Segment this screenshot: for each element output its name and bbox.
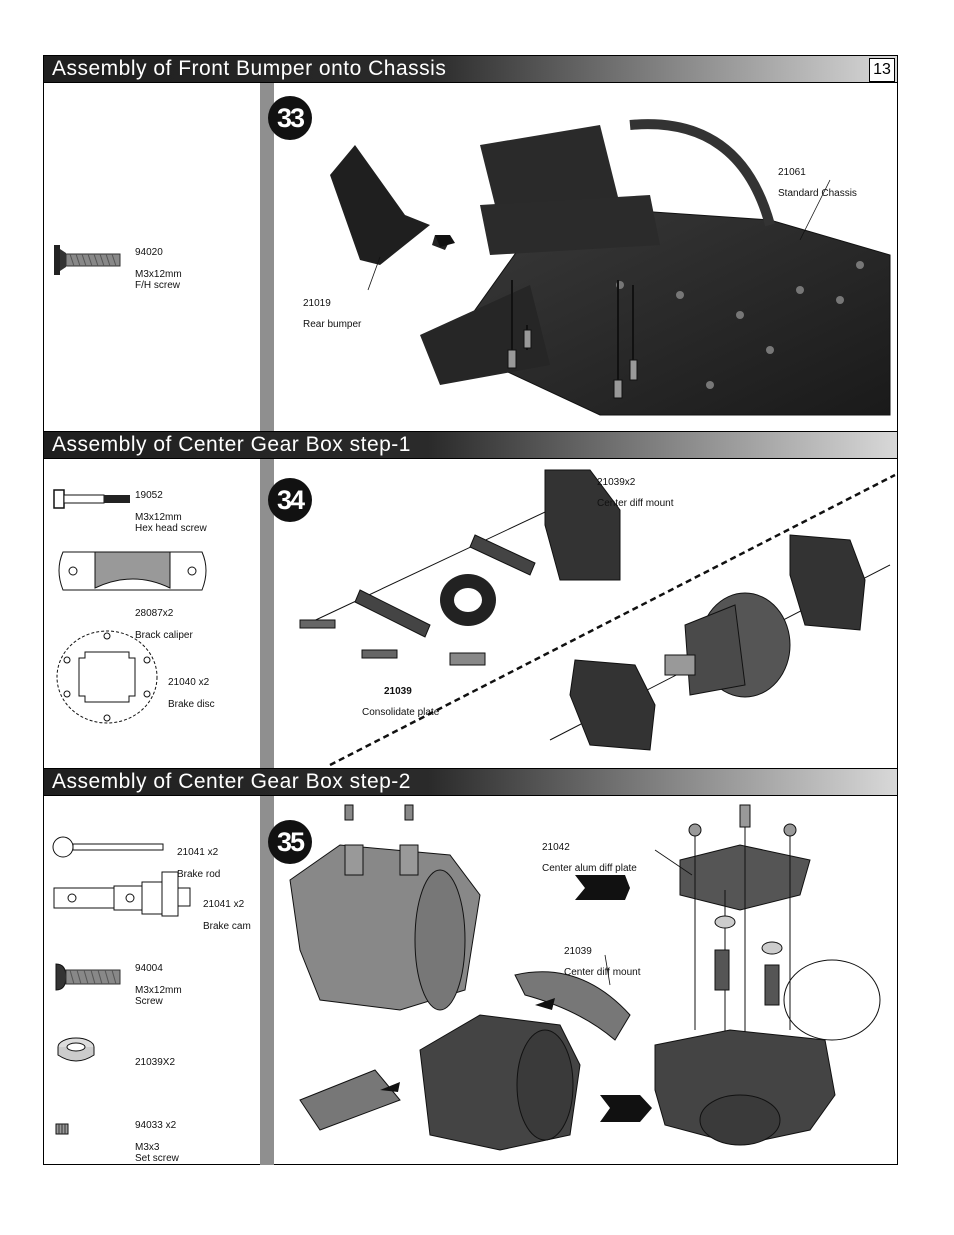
part-desc: Rear bumper	[303, 318, 362, 330]
section-header-gearbox-step1: Assembly of Center Gear Box step-1	[43, 431, 898, 459]
part-desc: Standard Chassis	[778, 187, 857, 199]
part-code: 21039	[564, 945, 592, 957]
column-divider	[260, 83, 274, 431]
brake-rod-icon	[52, 836, 164, 858]
gearbox-step2-illustration	[289, 804, 881, 1151]
part-label: 19052 M3x12mm Hex head screw	[135, 479, 207, 534]
part-code: 21039x2	[597, 476, 636, 488]
chassis-bumper-illustration	[330, 119, 891, 416]
section-title: Assembly of Front Bumper onto Chassis	[52, 57, 447, 80]
callout-center-diff-mount: 21039x2 Center diff mount	[597, 467, 674, 509]
column-divider	[260, 796, 274, 1165]
section-header-gearbox-step2: Assembly of Center Gear Box step-2	[43, 768, 898, 796]
page-number: 13	[869, 58, 895, 82]
part-code: 28087x2	[135, 608, 174, 619]
part-desc: Center diff mount	[564, 966, 641, 978]
part-desc: Center diff mount	[597, 497, 674, 509]
section-title: Assembly of Center Gear Box step-2	[52, 770, 411, 793]
part-label: 21041 x2 Brake rod	[177, 836, 220, 880]
part-desc: Consolidate plate	[362, 706, 440, 718]
part-label: 21039X2	[135, 1046, 175, 1079]
part-desc: M3x12mm Screw	[135, 985, 182, 1007]
part-label: 21040 x2 Brake disc	[168, 666, 215, 710]
step-badge: 35	[268, 820, 312, 864]
part-desc: Brake disc	[168, 699, 215, 710]
part-code: 21039X2	[135, 1057, 176, 1068]
part-label: 28087x2 Brack caliper	[135, 597, 193, 641]
callout-consolidate-plate: 21039 Consolidate plate	[362, 676, 439, 718]
callout-center-diff-mount: 21039 Center diff mount	[564, 936, 641, 978]
flat-head-screw-icon	[54, 245, 121, 275]
set-screw-icon	[55, 1123, 69, 1135]
part-code: 94033 x2	[135, 1120, 177, 1131]
part-desc: Brack caliper	[135, 630, 193, 641]
part-code: 94020	[135, 247, 163, 258]
part-label: 94004 M3x12mm Screw	[135, 952, 182, 1007]
part-code: 21042	[542, 841, 570, 853]
gearbox-step1-illustration	[299, 469, 896, 767]
section-title: Assembly of Center Gear Box step-1	[52, 433, 411, 456]
brake-caliper-icon	[58, 551, 207, 591]
part-code: 94004	[135, 963, 163, 974]
step-badge: 34	[268, 478, 312, 522]
part-code: 21019	[303, 297, 331, 309]
callout-chassis: 21061 Standard Chassis	[778, 157, 857, 199]
brake-cam-icon	[53, 871, 191, 917]
part-label: 94020 M3x12mm F/H screw	[135, 236, 182, 291]
part-desc: Brake cam	[203, 921, 251, 932]
part-desc: M3x12mm Hex head screw	[135, 512, 207, 534]
part-code: 21039	[384, 685, 412, 697]
button-head-screw-icon	[55, 963, 121, 991]
part-code: 21041 x2	[177, 847, 219, 858]
part-code: 21041 x2	[203, 899, 245, 910]
bearing-icon	[57, 1037, 95, 1062]
part-label: 21041 x2 Brake cam	[203, 888, 251, 932]
step-badge: 33	[268, 96, 312, 140]
part-code: 21040 x2	[168, 677, 210, 688]
callout-alum-diff-plate: 21042 Center alum diff plate	[542, 832, 637, 874]
column-divider	[260, 459, 274, 768]
part-desc: M3x3 Set screw	[135, 1142, 179, 1164]
hex-head-screw-icon	[53, 489, 130, 509]
part-code: 19052	[135, 490, 163, 501]
part-code: 21061	[778, 166, 806, 178]
part-desc: Center alum diff plate	[542, 862, 637, 874]
part-desc: Brake rod	[177, 869, 221, 880]
part-desc: M3x12mm F/H screw	[135, 269, 182, 291]
callout-rear-bumper: 21019 Rear bumper	[303, 288, 361, 330]
section-header-front-bumper: Assembly of Front Bumper onto Chassis 13	[43, 55, 898, 83]
brake-disc-icon	[56, 630, 158, 724]
part-label: 94033 x2 M3x3 Set screw	[135, 1109, 179, 1164]
